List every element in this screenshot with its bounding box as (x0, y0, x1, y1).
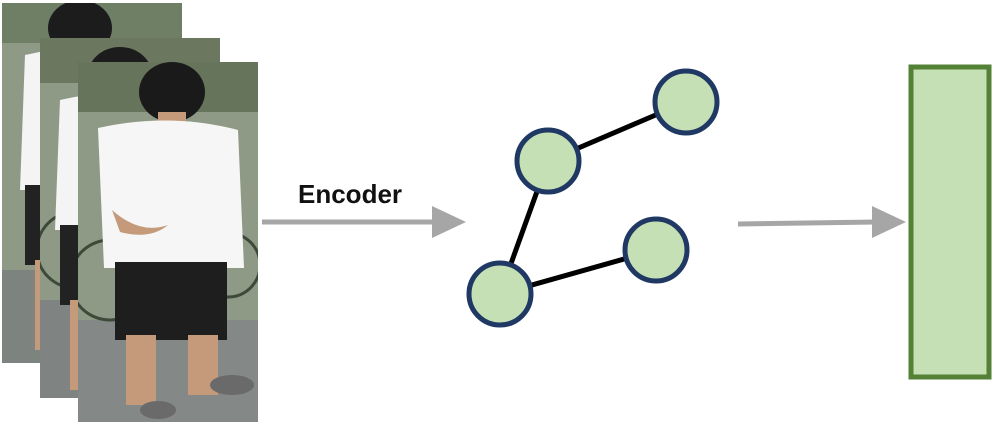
frame-front (78, 62, 258, 422)
graph-node (622, 216, 690, 284)
feature-vector (908, 64, 992, 380)
graph-node (652, 68, 720, 136)
graph-node (514, 127, 582, 195)
graph-node (466, 260, 534, 328)
encoder-arrow (262, 206, 466, 238)
output-arrow (737, 206, 906, 238)
graph-nodes (466, 68, 720, 328)
encoder-label: Encoder (298, 179, 402, 209)
